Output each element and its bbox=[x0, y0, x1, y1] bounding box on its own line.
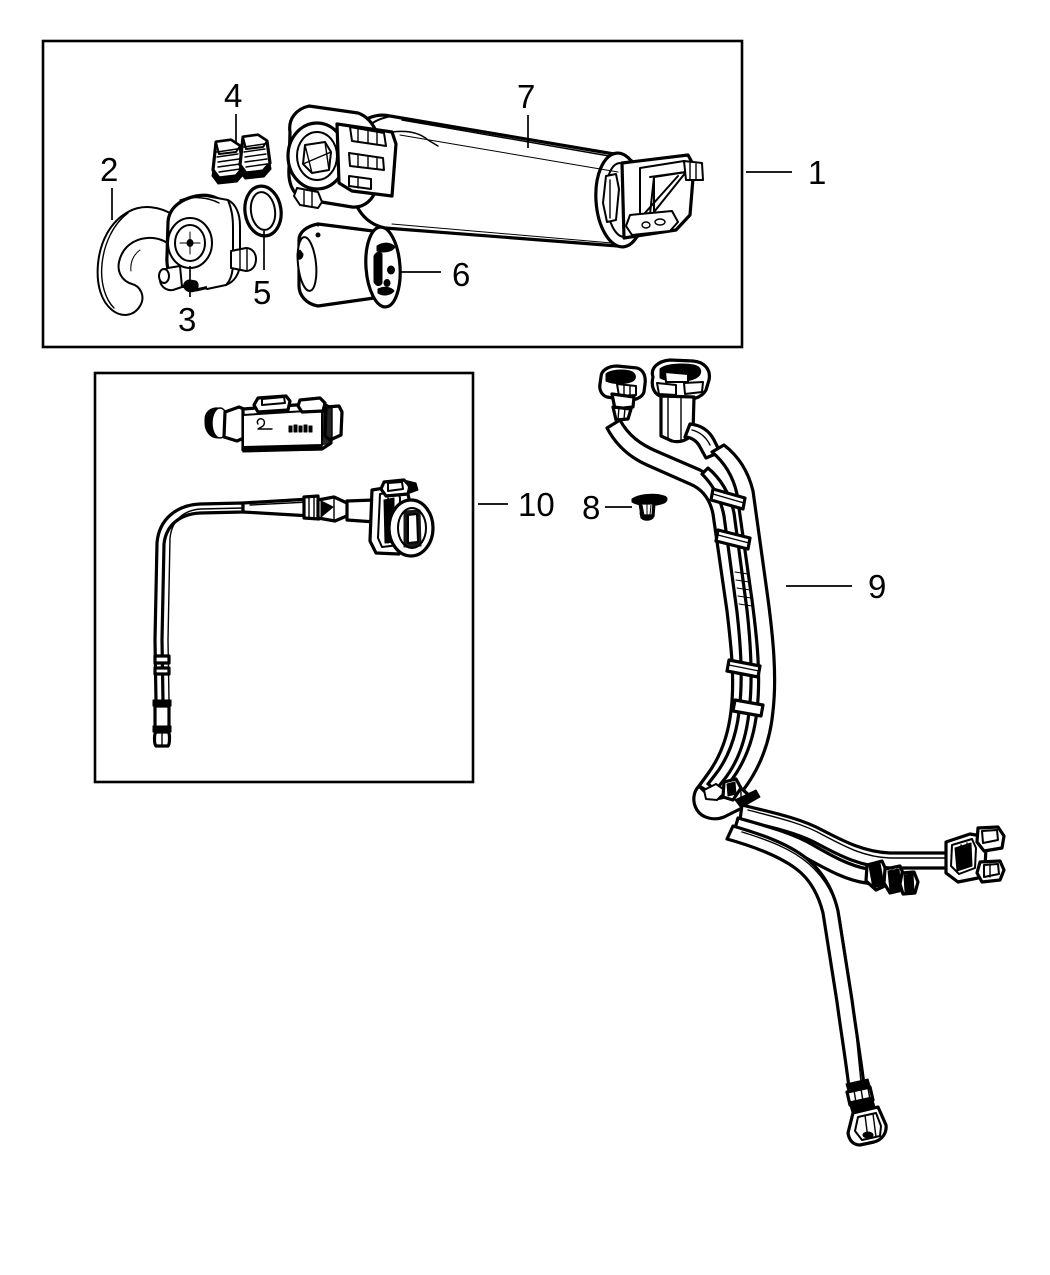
callout-label-5: 5 bbox=[253, 274, 272, 311]
part-3-purge-solenoid-valve bbox=[158, 193, 257, 293]
fuel-line-clips bbox=[709, 487, 765, 718]
callout-leader-lines bbox=[111, 114, 852, 587]
part-6-filter-canister bbox=[296, 222, 402, 309]
callout-label-9: 9 bbox=[868, 568, 887, 605]
group-box-1-outline bbox=[41, 39, 744, 349]
fuel-line-connector-far-right bbox=[944, 825, 1006, 884]
part-7-vapor-canister bbox=[286, 104, 704, 249]
canister-right-bracket bbox=[594, 151, 704, 249]
part-4-retainer-clips bbox=[211, 133, 272, 185]
part-8-push-pin-grommet bbox=[631, 493, 668, 521]
canister-port-block bbox=[335, 122, 398, 198]
callout-label-3: 3 bbox=[178, 301, 197, 338]
callout-label-8: 8 bbox=[582, 489, 601, 526]
callout-label-4: 4 bbox=[224, 77, 243, 114]
part-5-o-ring-seal bbox=[243, 184, 283, 238]
callout-label-6: 6 bbox=[452, 256, 471, 293]
group-box-10-outline bbox=[93, 371, 475, 784]
fuel-line-junction-block bbox=[692, 777, 761, 821]
fuel-line-connector-right-top bbox=[650, 358, 722, 460]
callout-label-7: 7 bbox=[517, 78, 536, 115]
fuel-line-branch-connectors bbox=[864, 859, 920, 896]
fuel-line-connector-left-top bbox=[598, 364, 647, 422]
part-leak-detection-pump bbox=[204, 394, 344, 453]
fuel-line-connector-bottom bbox=[845, 1078, 888, 1147]
callout-label-2: 2 bbox=[100, 151, 119, 188]
part-10-purge-hose bbox=[152, 478, 435, 748]
callout-label-1: 1 bbox=[808, 154, 827, 191]
part-9-fuel-line-bundle bbox=[598, 358, 1006, 1147]
callout-label-10: 10 bbox=[518, 486, 555, 523]
